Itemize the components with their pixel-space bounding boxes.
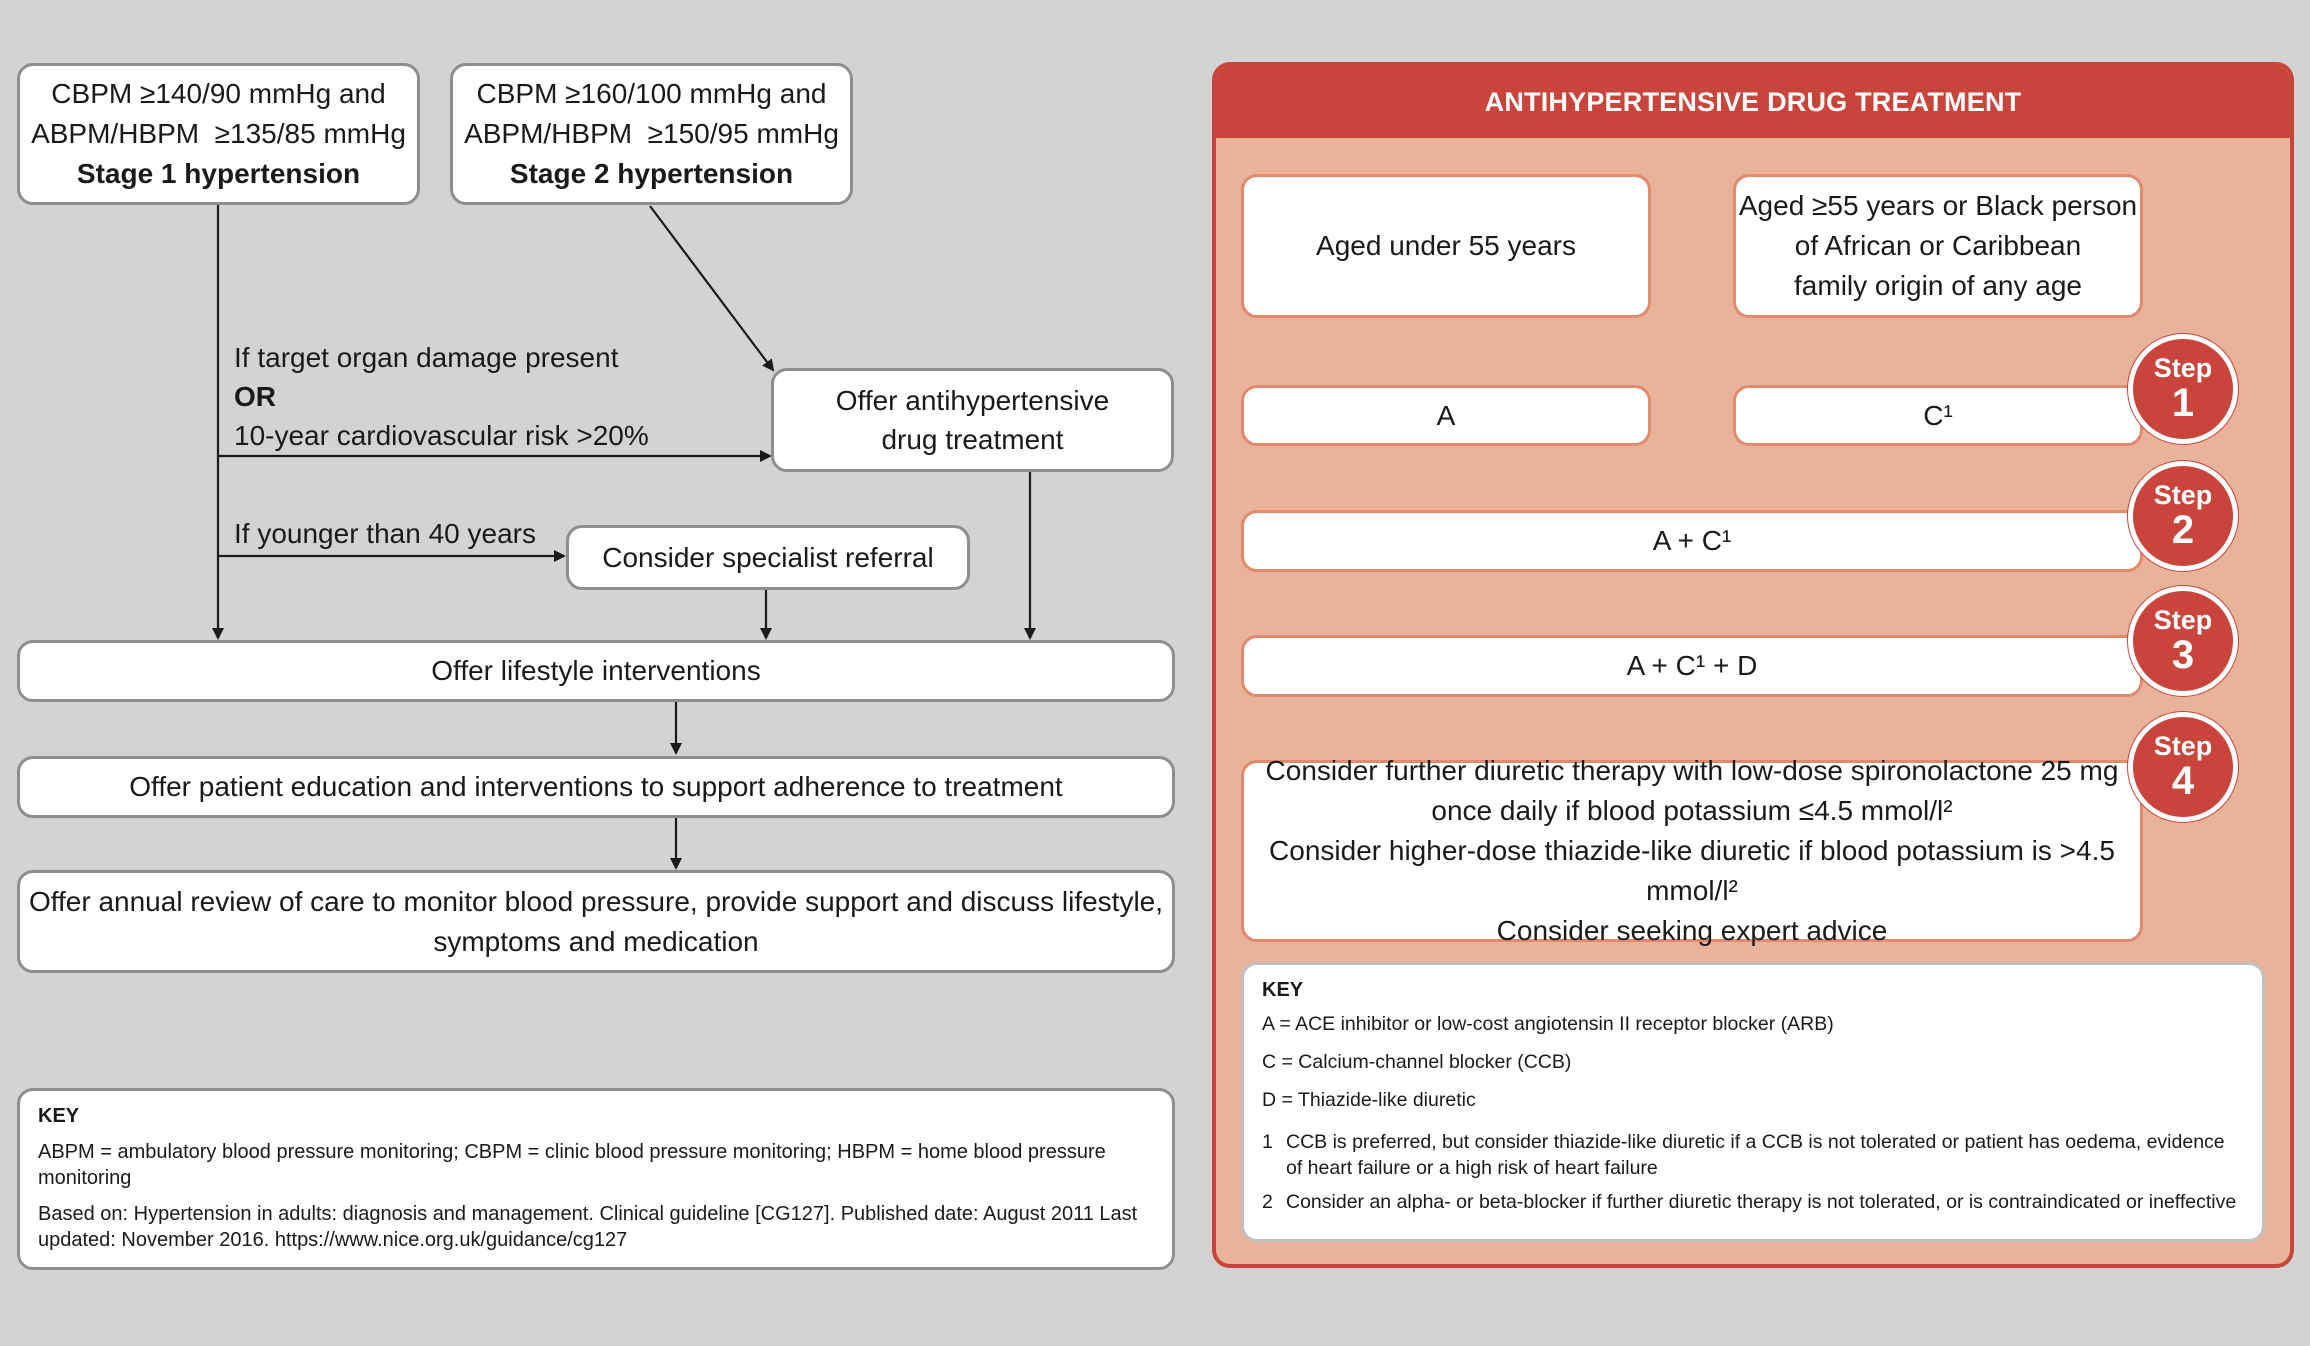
condition-line2: 10-year cardiovascular risk >20%: [234, 420, 649, 451]
drug-c-text: C¹: [1923, 399, 1953, 431]
drug-ac-box: A + C¹: [1241, 510, 2143, 572]
step4-line1: Consider further diuretic therapy with l…: [1265, 755, 2119, 786]
left-key-abbrev: ABPM = ambulatory blood pressure monitor…: [38, 1141, 1106, 1189]
left-key-box: KEY ABPM = ambulatory blood pressure mon…: [17, 1088, 1175, 1270]
drug-a-box: A: [1241, 385, 1651, 446]
specialist-text: Consider specialist referral: [602, 541, 934, 573]
lifestyle-box: Offer lifestyle interventions: [17, 640, 1175, 702]
risk-condition-label: If target organ damage present OR 10-yea…: [234, 338, 654, 455]
footnote-1: 1 CCB is preferred, but consider thiazid…: [1262, 1129, 2244, 1181]
left-key-title: KEY: [38, 1105, 80, 1127]
stage1-criteria-line1: CBPM ≥140/90 mmHg and: [51, 78, 386, 109]
step-badge-4: Step 4: [2128, 712, 2238, 822]
step-badge-number: 3: [2171, 633, 2195, 677]
step-badge-1: Step 1: [2128, 334, 2238, 444]
footnote-1-text: CCB is preferred, but consider thiazide-…: [1286, 1131, 2225, 1179]
footnote-2-text: Consider an alpha- or beta-blocker if fu…: [1286, 1191, 2237, 1213]
step4-line2: once daily if blood potassium ≤4.5 mmol/…: [1431, 795, 1953, 826]
key-c-definition: C = Calcium-channel blocker (CCB): [1262, 1051, 1572, 1073]
step-badge-word: Step: [2153, 605, 2213, 635]
stage2-title: Stage 2 hypertension: [509, 158, 794, 189]
step4-line3: Consider higher-dose thiazide-like diure…: [1269, 835, 2115, 906]
under55-text: Aged under 55 years: [1316, 230, 1576, 261]
step-badge-word: Step: [2153, 480, 2213, 510]
stage2-box: CBPM ≥160/100 mmHg and ABPM/HBPM ≥150/95…: [450, 63, 853, 205]
over55-line2: of African or Caribbean: [1794, 230, 2082, 261]
step4-line4: Consider seeking expert advice: [1496, 915, 1888, 946]
specialist-box: Consider specialist referral: [566, 525, 970, 590]
under55-box: Aged under 55 years: [1241, 174, 1651, 318]
condition-or: OR: [234, 381, 276, 412]
stage2-criteria-line2: ABPM/HBPM ≥150/95 mmHg: [464, 118, 839, 149]
step-badge-number: 1: [2171, 381, 2195, 425]
footnote-2-number: 2: [1262, 1191, 1273, 1213]
stage2-criteria-line1: CBPM ≥160/100 mmHg and: [476, 78, 827, 109]
offer-drug-box: Offer antihypertensive drug treatment: [771, 368, 1174, 472]
footnote-2: 2 Consider an alpha- or beta-blocker if …: [1262, 1189, 2244, 1215]
key-a-definition: A = ACE inhibitor or low-cost angiotensi…: [1262, 1013, 1834, 1035]
condition-line1: If target organ damage present: [234, 342, 619, 373]
drug-acd-text: A + C¹ + D: [1626, 650, 1758, 681]
left-key-source: Based on: Hypertension in adults: diagno…: [38, 1203, 1138, 1251]
drug-c-box: C¹: [1733, 385, 2143, 446]
step-badge-word: Step: [2153, 731, 2213, 761]
lifestyle-text: Offer lifestyle interventions: [431, 655, 761, 686]
step-badge-3: Step 3: [2128, 586, 2238, 696]
review-line2: symptoms and medication: [433, 925, 759, 957]
key-d-definition: D = Thiazide-like diuretic: [1262, 1089, 1476, 1111]
over55-line1: Aged ≥55 years or Black person: [1738, 190, 2138, 221]
step-badge-word: Step: [2153, 353, 2213, 383]
panel-title: ANTIHYPERTENSIVE DRUG TREATMENT: [1216, 66, 2290, 138]
education-text: Offer patient education and intervention…: [129, 771, 1063, 802]
over55-box: Aged ≥55 years or Black person of Africa…: [1733, 174, 2143, 318]
review-line1: Offer annual review of care to monitor b…: [28, 885, 1164, 917]
over55-line3: family origin of any age: [1794, 270, 2082, 301]
step-badge-number: 4: [2171, 759, 2195, 803]
step-badge-number: 2: [2171, 508, 2195, 552]
step4-box: Consider further diuretic therapy with l…: [1241, 755, 2143, 946]
drug-a-text: A: [1436, 399, 1456, 431]
drug-acd-box: A + C¹ + D: [1241, 635, 2143, 697]
younger-label: If younger than 40 years: [234, 518, 536, 549]
step-badge-2: Step 2: [2128, 461, 2238, 571]
footnote-1-number: 1: [1262, 1131, 1273, 1153]
stage1-title: Stage 1 hypertension: [76, 158, 361, 189]
review-box: Offer annual review of care to monitor b…: [17, 870, 1175, 973]
offer-drug-text: Offer antihypertensive drug treatment: [835, 385, 1110, 455]
drug-ac-text: A + C¹: [1652, 525, 1732, 556]
right-key-box: KEY A = ACE inhibitor or low-cost angiot…: [1241, 962, 2265, 1242]
stage1-criteria-line2: ABPM/HBPM ≥135/85 mmHg: [31, 118, 406, 149]
education-box: Offer patient education and intervention…: [17, 756, 1175, 818]
stage1-box: CBPM ≥140/90 mmHg and ABPM/HBPM ≥135/85 …: [17, 63, 420, 205]
right-key-title: KEY: [1262, 979, 1304, 1001]
